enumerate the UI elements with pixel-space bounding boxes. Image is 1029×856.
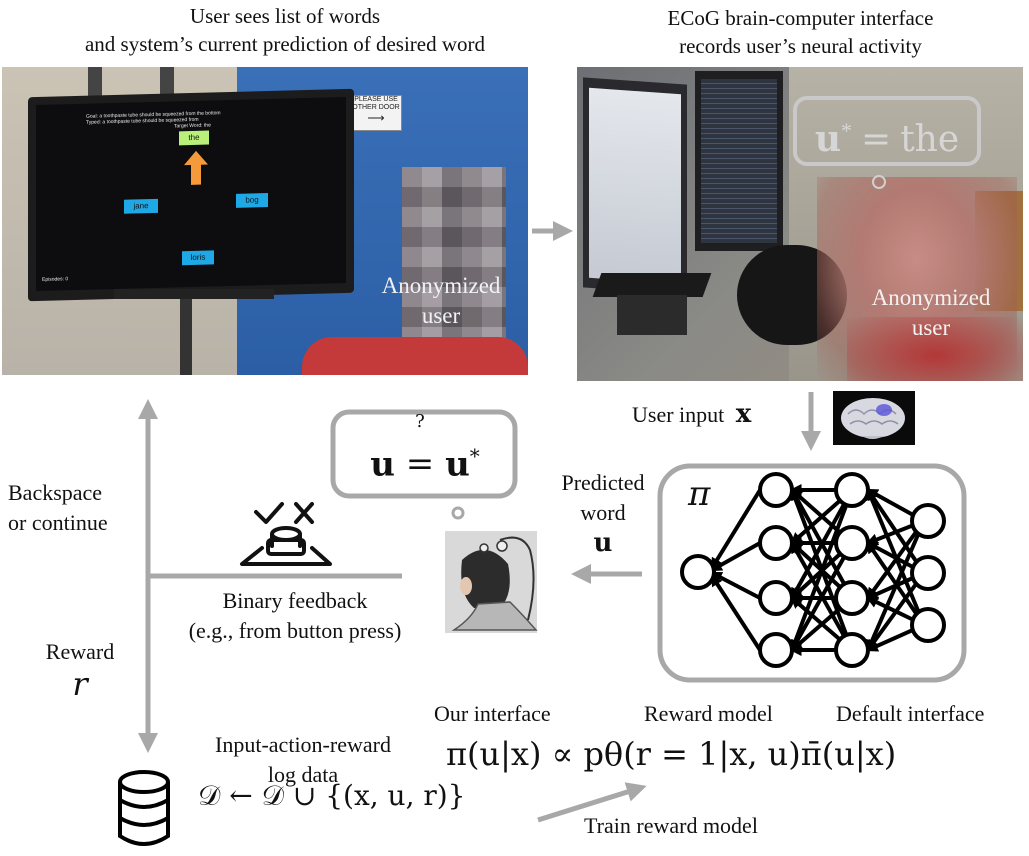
pixelated-face-shade: [402, 167, 506, 347]
policy-symbol: π: [688, 474, 711, 514]
up-arrow-svg: [184, 150, 208, 185]
right-anonymized-label: Anonymized user: [851, 283, 1011, 343]
right-photo-caption-line2: records user’s neural activity: [679, 34, 922, 58]
backspace-line2: or continue: [8, 510, 108, 535]
feedback-star: *: [469, 444, 480, 468]
monitor-base: [114, 289, 274, 299]
door-sign-line1: PLEASE USE: [354, 96, 398, 103]
device-box: [617, 295, 687, 335]
log-data-line1: Input-action-reward: [215, 732, 391, 757]
node-h1-2: [758, 525, 794, 561]
reward-line1: Reward: [45, 639, 115, 664]
red-blanket: [847, 317, 1023, 381]
predicted-var: u: [593, 528, 613, 558]
reward-var: r: [72, 665, 88, 703]
dataset-equation: 𝒟 ← 𝒟 ∪ {(x, u, r)}: [198, 779, 466, 812]
node-h1-1: [758, 472, 794, 508]
feedback-op: =: [405, 444, 435, 485]
thought-circle: [872, 175, 886, 189]
node-h1-3: [758, 580, 794, 616]
reward-model-label: Reward model: [644, 701, 773, 726]
node-in-2: [910, 555, 946, 591]
brain-bubble-star: *: [841, 118, 853, 143]
stand-clamp-left: [88, 67, 102, 97]
door-sign: PLEASE USE OTHER DOOR ⟶: [350, 95, 402, 131]
predicted-word-label: Predicted word u: [545, 468, 661, 558]
feedback-equation: u = ? u*: [340, 412, 510, 488]
left-photo-caption-line2: and system’s current prediction of desir…: [84, 32, 486, 56]
log-data-label: Input-action-reward log data: [178, 730, 428, 790]
feedback-bubble-dot: [451, 506, 465, 520]
right-photo: u* = the Anonymized user: [577, 67, 1023, 381]
pixelated-face: [402, 167, 506, 347]
right-photo-caption: ECoG brain-computer interface records us…: [578, 4, 1023, 60]
monitor-2-screen: [701, 79, 777, 243]
predicted-line2: word: [580, 500, 626, 525]
default-interface-label: Default interface: [836, 701, 985, 726]
network-nodes: [680, 472, 946, 668]
left-anonymized-label: Anonymized user: [366, 271, 516, 331]
monitor-stand: [180, 289, 192, 375]
left-anonymized-line1: Anonymized: [381, 273, 501, 298]
node-in-3: [910, 607, 946, 643]
binary-feedback-label: Binary feedback (e.g., from button press…: [150, 586, 440, 646]
node-output: [680, 554, 716, 590]
feedback-bubble: [330, 409, 518, 499]
door-sign-line2: OTHER DOOR: [352, 104, 400, 111]
binary-feedback-line2: (e.g., from button press): [188, 618, 402, 643]
brain-bubble-u: u: [814, 118, 842, 160]
node-in-1: [910, 503, 946, 539]
backspace-label: Backspace or continue: [8, 478, 108, 538]
person-icon: [445, 531, 538, 633]
log-data-line2: log data: [267, 762, 339, 787]
feedback-op-question: ?: [415, 411, 425, 433]
database-icon: [118, 770, 170, 846]
main-equation: π(u|x) ∝ pθ(r = 1|x, u)π̄(u|x): [446, 735, 897, 773]
node-h2-3: [834, 580, 870, 616]
stand-clamp-right: [160, 67, 174, 97]
monitor-2: [695, 71, 783, 251]
feedback-lhs: u: [370, 444, 395, 485]
door-sign-arrow-icon: ⟶: [367, 111, 385, 125]
user-input-label: User input x: [632, 400, 751, 429]
user-input-text: User input: [632, 402, 725, 427]
feedback-op-wrap: = ?: [405, 412, 435, 496]
reward-label: Reward r: [28, 638, 132, 702]
node-h2-2: [834, 525, 870, 561]
node-h2-4: [834, 632, 870, 668]
feedback-rhs: u: [445, 444, 470, 485]
train-reward-model-label: Train reward model: [584, 813, 758, 838]
brain-icon: [833, 391, 915, 445]
user-input-var: x: [735, 399, 752, 429]
left-photo-caption: User sees list of words and system’s cur…: [0, 2, 570, 58]
binary-feedback-line1: Binary feedback: [222, 588, 368, 613]
predicted-line1: Predicted: [561, 470, 645, 495]
backspace-line1: Backspace: [8, 480, 103, 505]
brain-bubble-word: the: [900, 119, 960, 160]
brain-bubble-eq: =: [861, 119, 892, 160]
right-anonymized-line1: Anonymized: [871, 285, 991, 310]
left-photo-caption-line1: User sees list of words: [189, 4, 381, 28]
red-chair: [302, 337, 528, 375]
right-anonymized-line2: user: [911, 315, 951, 340]
brain-bubble: u* = the: [793, 96, 981, 166]
feedback-button-icon: [240, 502, 332, 566]
left-photo: PLEASE USE OTHER DOOR ⟶ Goal: a toothpas…: [2, 67, 528, 375]
node-h1-4: [758, 632, 794, 668]
train-reward-arrow: [537, 782, 647, 823]
monitor-screen: Goal: a toothpaste tube should be squeez…: [36, 96, 346, 292]
left-anonymized-line2: user: [421, 303, 461, 328]
node-h2-1: [834, 472, 870, 508]
right-photo-caption-line1: ECoG brain-computer interface: [667, 6, 934, 30]
our-interface-label: Our interface: [434, 701, 551, 726]
monitor-bezel: Goal: a toothpaste tube should be squeez…: [28, 88, 354, 302]
up-arrow-icon: [184, 150, 208, 191]
